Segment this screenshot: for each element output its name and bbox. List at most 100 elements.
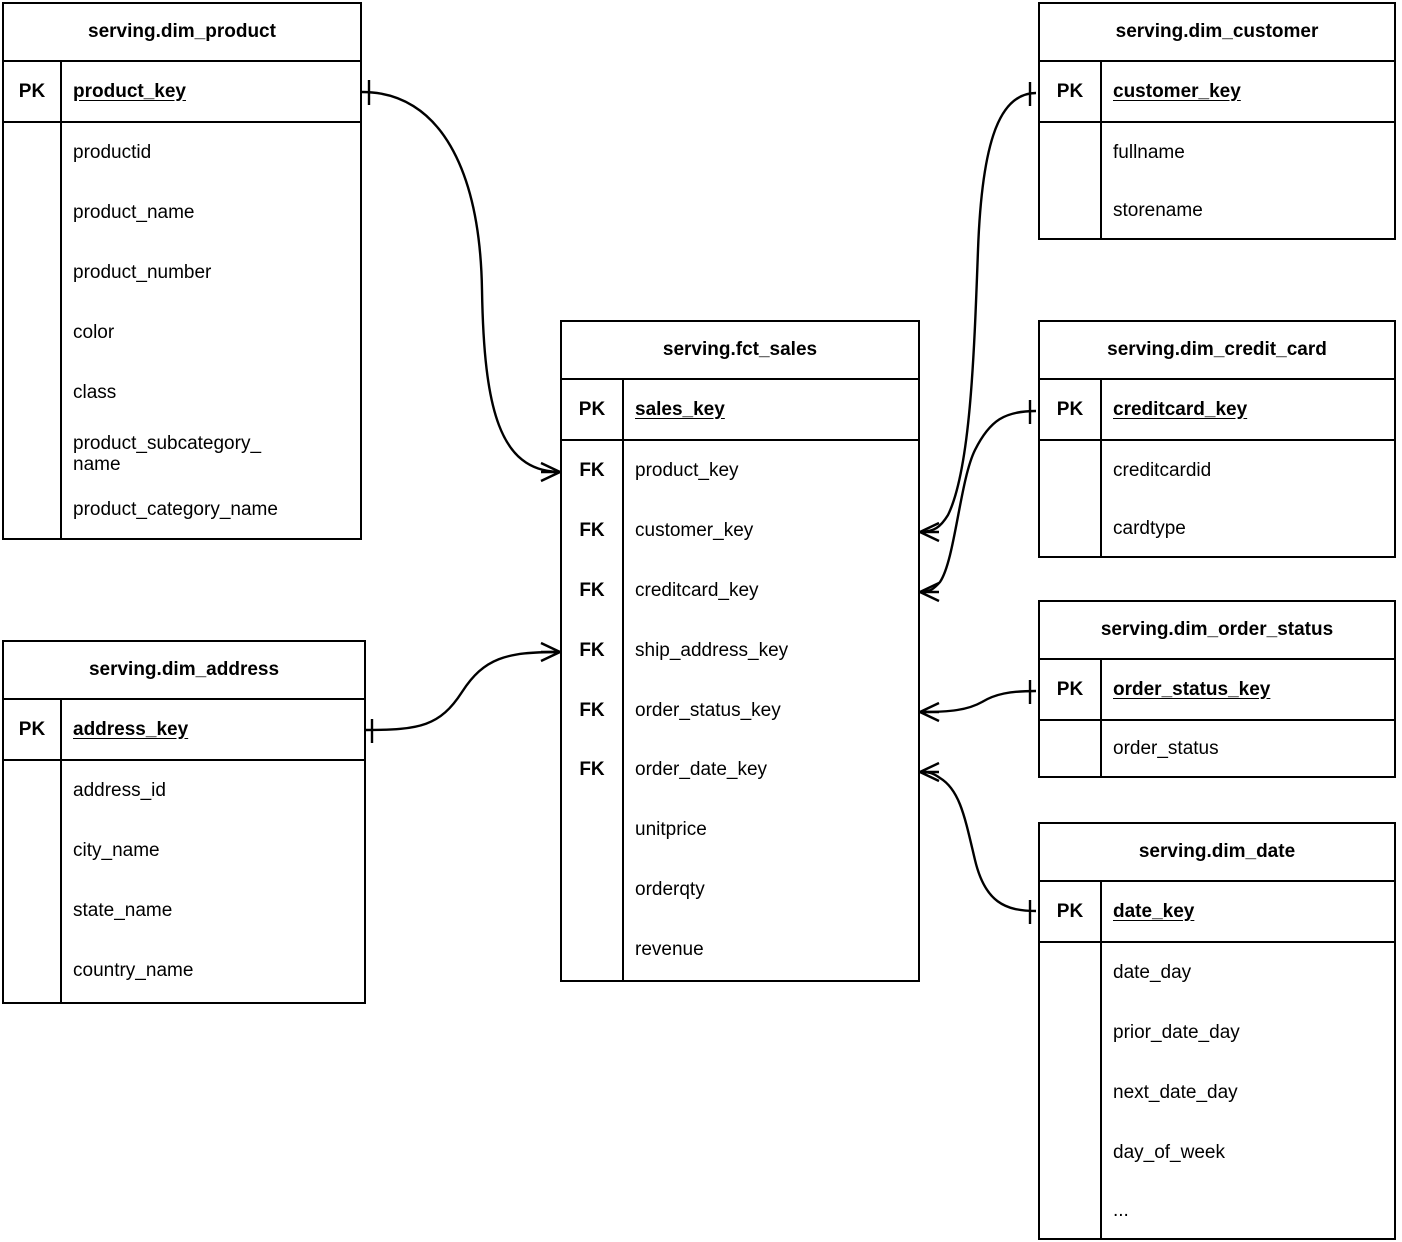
pk-name-column-fct-sales: sales_key	[624, 380, 918, 439]
attribute-city-name: city_name	[73, 840, 160, 861]
attribute-productid: productid	[73, 142, 152, 163]
attribute-fct-creditcard-key: creditcard_key	[635, 579, 759, 601]
fk-badge-product-key: FK	[579, 459, 605, 481]
attribute-product-subcategory-name-line2: name	[73, 454, 121, 475]
entity-title-fct-sales: serving.fct_sales	[562, 322, 918, 380]
entity-dim-product[interactable]: serving.dim_product PK product_key produ…	[2, 2, 362, 540]
attr-name-column-dim-customer: fullname storename	[1102, 123, 1394, 238]
attribute-storename: storename	[1113, 199, 1203, 221]
entity-dim-order-status[interactable]: serving.dim_order_status PK order_status…	[1038, 600, 1396, 778]
relationship-product	[361, 90, 559, 474]
attribute-fct-order-date-key: order_date_key	[635, 759, 768, 781]
pk-section-dim-credit-card: PK creditcard_key	[1040, 380, 1394, 441]
attr-key-column-dim-credit-card	[1040, 441, 1102, 556]
attr-section-dim-date: date_day prior_date_day next_date_day da…	[1040, 943, 1394, 1238]
pk-badge-dim-credit-card: PK	[1056, 398, 1084, 420]
attribute-next-date-day: next_date_day	[1113, 1082, 1238, 1103]
attribute-fct-order-status-key: order_status_key	[635, 699, 781, 721]
attr-name-column-dim-address: address_id city_name state_name country_…	[62, 761, 364, 1002]
attribute-product-name: product_name	[73, 202, 195, 223]
attr-key-column-dim-order-status	[1040, 721, 1102, 776]
attribute-fullname: fullname	[1113, 142, 1185, 163]
pk-field-dim-address: address_key	[73, 718, 189, 740]
attribute-product-category-name: product_category_name	[73, 499, 278, 520]
fk-badge-creditcard-key: FK	[579, 579, 605, 601]
attr-name-column-fct-sales: product_key customer_key creditcard_key …	[624, 441, 918, 980]
attr-section-dim-customer: fullname storename	[1040, 123, 1394, 238]
pk-badge-dim-address: PK	[18, 718, 46, 740]
key-blank-orderqty	[562, 860, 622, 920]
pk-badge-dim-order-status: PK	[1056, 678, 1084, 700]
entity-dim-credit-card[interactable]: serving.dim_credit_card PK creditcard_ke…	[1038, 320, 1396, 558]
attribute-fct-ship-address-key: ship_address_key	[635, 639, 789, 661]
pk-badge-dim-date: PK	[1056, 900, 1084, 922]
pk-section-fct-sales: PK sales_key	[562, 380, 918, 441]
attribute-color: color	[73, 322, 115, 343]
attribute-date-day: date_day	[1113, 962, 1192, 983]
attr-section-dim-order-status: order_status	[1040, 721, 1394, 776]
attribute-product-subcategory-name-line1: product_subcategory_	[73, 432, 262, 454]
entity-fct-sales[interactable]: serving.fct_sales PK sales_key FK FK FK …	[560, 320, 920, 982]
key-column-dim-customer: PK	[1040, 62, 1102, 121]
pk-badge-fct-sales: PK	[578, 398, 606, 420]
attribute-fct-product-key: product_key	[635, 459, 739, 481]
cardinality-many-creditcard	[919, 581, 940, 603]
attr-key-column-dim-address	[4, 761, 62, 1002]
attribute-country-name: country_name	[73, 960, 194, 981]
entity-title-dim-product: serving.dim_product	[4, 4, 360, 62]
pk-badge-dim-customer: PK	[1056, 80, 1084, 102]
fk-badge-customer-key: FK	[579, 519, 605, 541]
attr-name-column-dim-date: date_day prior_date_day next_date_day da…	[1102, 943, 1394, 1238]
key-column-dim-credit-card: PK	[1040, 380, 1102, 439]
entity-title-dim-order-status: serving.dim_order_status	[1040, 602, 1394, 660]
relationship-customer	[921, 91, 1037, 534]
relationship-orderstatus	[921, 689, 1037, 714]
attr-key-column-dim-date	[1040, 943, 1102, 1238]
pk-field-dim-customer: customer_key	[1113, 80, 1241, 102]
entity-title-dim-address: serving.dim_address	[4, 642, 364, 700]
relationship-address	[365, 650, 559, 732]
pk-field-dim-credit-card: creditcard_key	[1113, 398, 1248, 420]
pk-name-column-dim-date: date_key	[1102, 882, 1394, 941]
attribute-day-of-week: day_of_week	[1113, 1142, 1225, 1163]
pk-field-dim-date: date_key	[1113, 900, 1195, 922]
pk-section-dim-date: PK date_key	[1040, 882, 1394, 943]
attribute-order-status: order_status	[1113, 737, 1219, 759]
attribute-creditcardid: creditcardid	[1113, 460, 1212, 481]
attribute-prior-date-day: prior_date_day	[1113, 1022, 1240, 1043]
cardinality-many-customer	[919, 521, 940, 543]
attr-name-column-dim-order-status: order_status	[1102, 721, 1394, 776]
key-column-dim-address: PK	[4, 700, 62, 759]
pk-section-dim-order-status: PK order_status_key	[1040, 660, 1394, 721]
key-blank-unitprice	[562, 800, 622, 860]
relationship-creditcard	[921, 409, 1037, 594]
pk-name-column-dim-credit-card: creditcard_key	[1102, 380, 1394, 439]
key-column-dim-order-status: PK	[1040, 660, 1102, 719]
entity-title-dim-credit-card: serving.dim_credit_card	[1040, 322, 1394, 380]
key-column-dim-product: PK	[4, 62, 62, 121]
attribute-class: class	[73, 382, 117, 403]
entity-dim-customer[interactable]: serving.dim_customer PK customer_key ful…	[1038, 2, 1396, 240]
pk-section-dim-product: PK product_key	[4, 62, 360, 123]
pk-name-column-dim-customer: customer_key	[1102, 62, 1394, 121]
pk-name-column-dim-product: product_key	[62, 62, 360, 121]
fk-badge-order-status-key: FK	[579, 699, 605, 721]
cardinality-many-product	[540, 461, 561, 483]
fk-badge-order-date-key: FK	[579, 759, 605, 781]
attr-name-column-dim-credit-card: creditcardid cardtype	[1102, 441, 1394, 556]
attr-section-dim-address: address_id city_name state_name country_…	[4, 761, 364, 1002]
pk-field-fct-sales: sales_key	[635, 398, 725, 420]
entity-dim-date[interactable]: serving.dim_date PK date_key date_day pr…	[1038, 822, 1396, 1240]
attr-key-column-dim-product	[4, 123, 62, 538]
pk-name-column-dim-order-status: order_status_key	[1102, 660, 1394, 719]
attr-key-column-fct-sales: FK FK FK FK FK FK	[562, 441, 624, 980]
key-blank-revenue	[562, 920, 622, 980]
attribute-unitprice: unitprice	[635, 819, 707, 841]
pk-section-dim-customer: PK customer_key	[1040, 62, 1394, 123]
cardinality-many-address	[540, 641, 561, 663]
entity-title-dim-date: serving.dim_date	[1040, 824, 1394, 882]
relationship-date	[921, 770, 1037, 913]
fk-badge-ship-address-key: FK	[579, 639, 605, 661]
entity-dim-address[interactable]: serving.dim_address PK address_key addre…	[2, 640, 366, 1004]
pk-section-dim-address: PK address_key	[4, 700, 364, 761]
